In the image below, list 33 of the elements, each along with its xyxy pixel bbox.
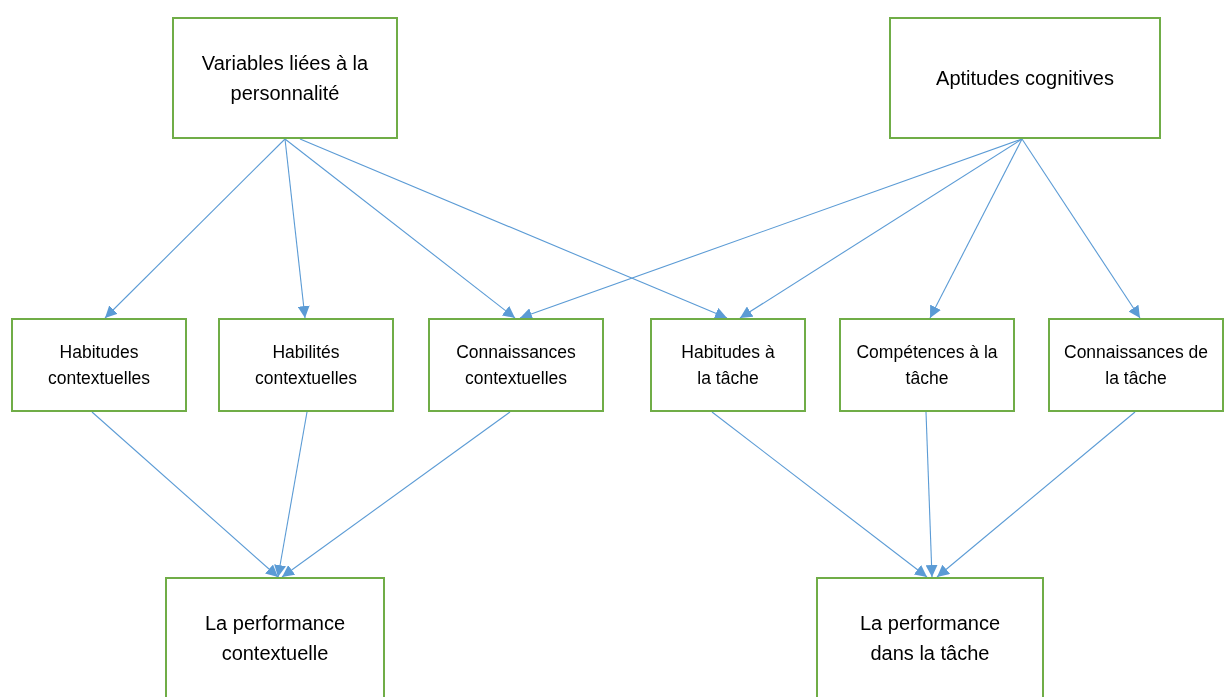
box-label: Habitudes contextuelles xyxy=(46,340,152,390)
box-label: Aptitudes cognitives xyxy=(936,66,1114,91)
box-label: Variables liées à la personnalité xyxy=(200,51,370,106)
arrow xyxy=(739,138,1023,319)
arrow xyxy=(929,138,1023,319)
arrow xyxy=(91,411,279,578)
arrow xyxy=(1021,138,1141,319)
box-label: Compétences à la tâche xyxy=(855,340,999,390)
box xyxy=(172,17,398,139)
box xyxy=(816,577,1044,697)
arrow xyxy=(711,411,928,578)
box xyxy=(11,318,187,412)
box-label: Habitudes à la tâche xyxy=(680,340,776,390)
arrow xyxy=(104,138,286,319)
arrow xyxy=(299,138,728,319)
arrow xyxy=(284,138,310,319)
arrow xyxy=(925,411,938,578)
arrow xyxy=(281,411,511,578)
box xyxy=(165,577,385,697)
arrow xyxy=(274,411,308,578)
box xyxy=(839,318,1015,412)
box-label: La performance dans la tâche xyxy=(858,611,1002,666)
box xyxy=(889,17,1161,139)
box-label: Connaissances de la tâche xyxy=(1063,340,1209,390)
box xyxy=(650,318,806,412)
box xyxy=(428,318,604,412)
arrow xyxy=(284,138,516,319)
box-label: Habilités contextuelles xyxy=(253,340,359,390)
box-label: Connaissances contextuelles xyxy=(455,340,577,390)
box-label: La performance contextuelle xyxy=(203,611,347,666)
box xyxy=(218,318,394,412)
box xyxy=(1048,318,1224,412)
arrow xyxy=(936,411,1136,578)
